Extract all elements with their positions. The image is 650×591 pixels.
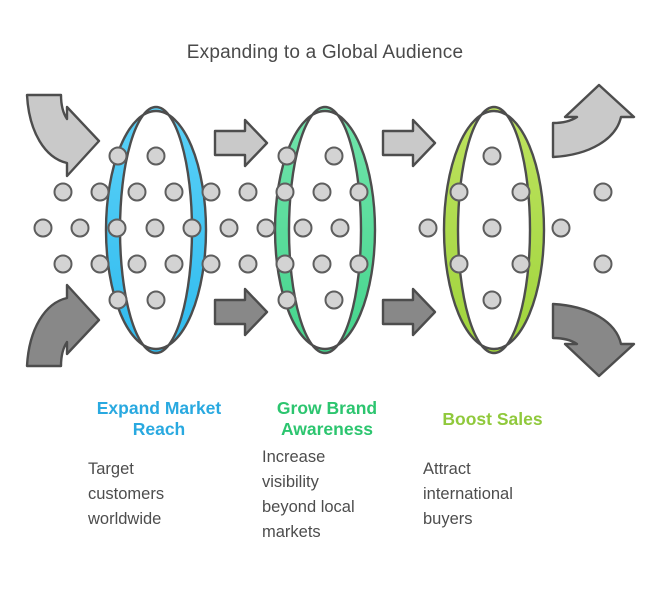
audience-dot (275, 254, 295, 274)
ring-grow-brand-awareness-icon (273, 105, 377, 355)
audience-dot (277, 146, 297, 166)
column-expand-market-reach: Expand Market Reach Target customers wor… (84, 397, 234, 532)
audience-dot (324, 290, 344, 310)
ring-boost-sales-icon (442, 105, 546, 355)
column-body: Increase visibility beyond local markets (262, 448, 355, 541)
audience-dot (349, 182, 369, 202)
audience-dot (238, 254, 258, 274)
audience-dot (449, 254, 469, 274)
audience-dot (256, 218, 276, 238)
straight-arrow-top-2-icon (381, 118, 437, 168)
audience-dot (164, 182, 184, 202)
audience-dot (127, 182, 147, 202)
page-title: Expanding to a Global Audience (186, 42, 464, 63)
curved-arrow-bottom-left-icon (25, 283, 101, 368)
audience-dot (127, 254, 147, 274)
audience-dot (593, 182, 613, 202)
audience-dot (201, 254, 221, 274)
audience-dot (33, 218, 53, 238)
audience-dot (511, 254, 531, 274)
audience-dot (312, 254, 332, 274)
audience-dot (482, 290, 502, 310)
curved-arrow-bottom-right-icon (551, 302, 636, 378)
audience-dot (146, 146, 166, 166)
audience-dot (145, 218, 165, 238)
column-grow-brand-awareness: Grow Brand Awareness Increase visibility… (252, 397, 402, 545)
audience-dot (201, 182, 221, 202)
audience-dot (108, 146, 128, 166)
straight-arrow-bottom-2-icon (381, 287, 437, 337)
audience-dot (482, 218, 502, 238)
straight-arrow-top-1-icon (213, 118, 269, 168)
audience-dot (53, 254, 73, 274)
diagram-shapes (25, 83, 636, 378)
column-boost-sales: Boost Sales Attract international buyers (420, 397, 565, 532)
audience-dot (108, 290, 128, 310)
audience-dot (164, 254, 184, 274)
audience-dot (53, 182, 73, 202)
audience-dot (90, 182, 110, 202)
audience-dot (238, 182, 258, 202)
flow-diagram (25, 83, 636, 378)
audience-dot (219, 218, 239, 238)
curved-arrow-top-right-icon (551, 83, 636, 159)
audience-dot (330, 218, 350, 238)
column-heading: Expand Market Reach (96, 398, 222, 439)
audience-dot (312, 182, 332, 202)
audience-dot (146, 290, 166, 310)
column-heading: Boost Sales (442, 408, 543, 429)
curved-arrow-top-left-icon (25, 93, 101, 178)
audience-dot (511, 182, 531, 202)
audience-dot (349, 254, 369, 274)
audience-dot (593, 254, 613, 274)
column-body: Target customers worldwide (88, 460, 165, 528)
audience-dot (107, 218, 127, 238)
column-heading: Grow Brand Awareness (276, 398, 378, 439)
audience-dot (551, 218, 571, 238)
audience-dot (482, 146, 502, 166)
audience-dot (275, 182, 295, 202)
audience-dot (70, 218, 90, 238)
column-body: Attract international buyers (423, 460, 513, 528)
audience-dot (418, 218, 438, 238)
audience-dot (324, 146, 344, 166)
dots-layer (33, 146, 613, 310)
audience-dot (449, 182, 469, 202)
audience-dot (182, 218, 202, 238)
straight-arrow-bottom-1-icon (213, 287, 269, 337)
audience-dot (293, 218, 313, 238)
audience-dot (90, 254, 110, 274)
audience-dot (277, 290, 297, 310)
